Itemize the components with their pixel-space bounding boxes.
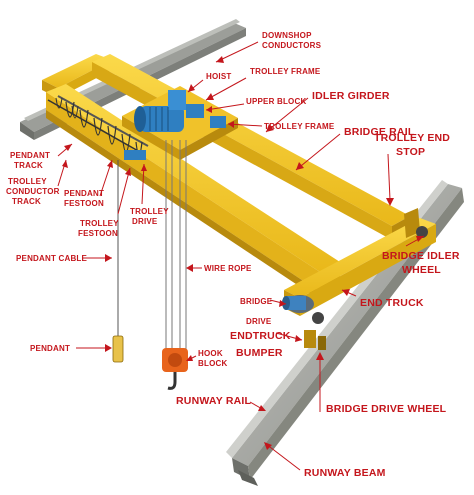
label-wire-rope: WIRE ROPE <box>204 264 252 273</box>
bridge-idler-wheel <box>416 226 428 238</box>
label-pendant-festoon-2: FESTOON <box>64 199 104 208</box>
endtruck-bumper <box>304 330 316 348</box>
label-bridge-rail: BRIDGE RAIL <box>344 126 415 138</box>
label-bridge-idler-wheel-2: WHEEL <box>402 264 441 276</box>
trolley-conductor-track <box>47 95 149 153</box>
bridge-drive <box>282 295 324 324</box>
label-pendant-track-2: TRACK <box>14 161 43 170</box>
label-trolley-end-stop-1: TROLLEY END <box>374 132 450 144</box>
label-downshop-conductors-2: CONDUCTORS <box>262 41 322 50</box>
label-runway-rail: RUNWAY RAIL <box>176 395 252 407</box>
pendant-festoon <box>55 97 79 119</box>
label-pendant-festoon-1: PENDANT <box>64 189 104 198</box>
label-hook-block-2: BLOCK <box>198 359 227 368</box>
hook-block <box>162 348 188 390</box>
label-hoist: HOIST <box>206 72 231 81</box>
label-trolley-drive-1: TROLLEY <box>130 207 169 216</box>
label-pendant-track-1: PENDANT <box>10 151 50 160</box>
trolley-drive <box>124 150 146 160</box>
leader-lines <box>57 41 425 471</box>
label-endtruck-bumper-2: BUMPER <box>236 347 283 359</box>
label-pendant-cable: PENDANT CABLE <box>16 254 88 263</box>
label-idler-girder: IDLER GIRDER <box>312 90 390 102</box>
label-pendant: PENDANT <box>30 344 70 353</box>
trolley-festoon <box>65 101 143 156</box>
label-downshop-conductors-1: DOWNSHOP <box>262 31 312 40</box>
label-hook-block-1: HOOK <box>198 349 223 358</box>
label-trolley-drive-2: DRIVE <box>132 217 158 226</box>
label-end-truck: END TRUCK <box>360 297 424 309</box>
label-trolley-frame-right: TROLLEY FRAME <box>264 122 335 131</box>
label-trolley-festoon-2: FESTOON <box>78 229 118 238</box>
label-trolley-conductor-track-3: TRACK <box>12 197 41 206</box>
label-trolley-frame-top: TROLLEY FRAME <box>250 67 321 76</box>
label-trolley-conductor-track-2: CONDUCTOR <box>6 187 60 196</box>
label-endtruck-bumper-1: ENDTRUCK <box>230 330 291 342</box>
pendant <box>112 335 124 363</box>
label-upper-block: UPPER BLOCK <box>246 97 306 106</box>
label-bridge-drive-1: BRIDGE <box>240 297 273 306</box>
label-trolley-end-stop-2: STOP <box>396 146 425 158</box>
label-bridge-idler-wheel-1: BRIDGE IDLER <box>382 250 460 262</box>
upper-block <box>186 104 204 118</box>
bridge-drive-wheel <box>312 312 324 324</box>
label-runway-beam: RUNWAY BEAM <box>304 467 386 479</box>
wire-rope <box>165 140 187 350</box>
label-trolley-conductor-track-1: TROLLEY <box>8 177 47 186</box>
label-trolley-festoon-1: TROLLEY <box>80 219 119 228</box>
label-bridge-drive-wheel: BRIDGE DRIVE WHEEL <box>326 403 447 415</box>
label-bridge-drive-2: DRIVE <box>246 317 272 326</box>
labels: DOWNSHOP CONDUCTORS HOIST TROLLEY FRAME … <box>6 31 460 479</box>
